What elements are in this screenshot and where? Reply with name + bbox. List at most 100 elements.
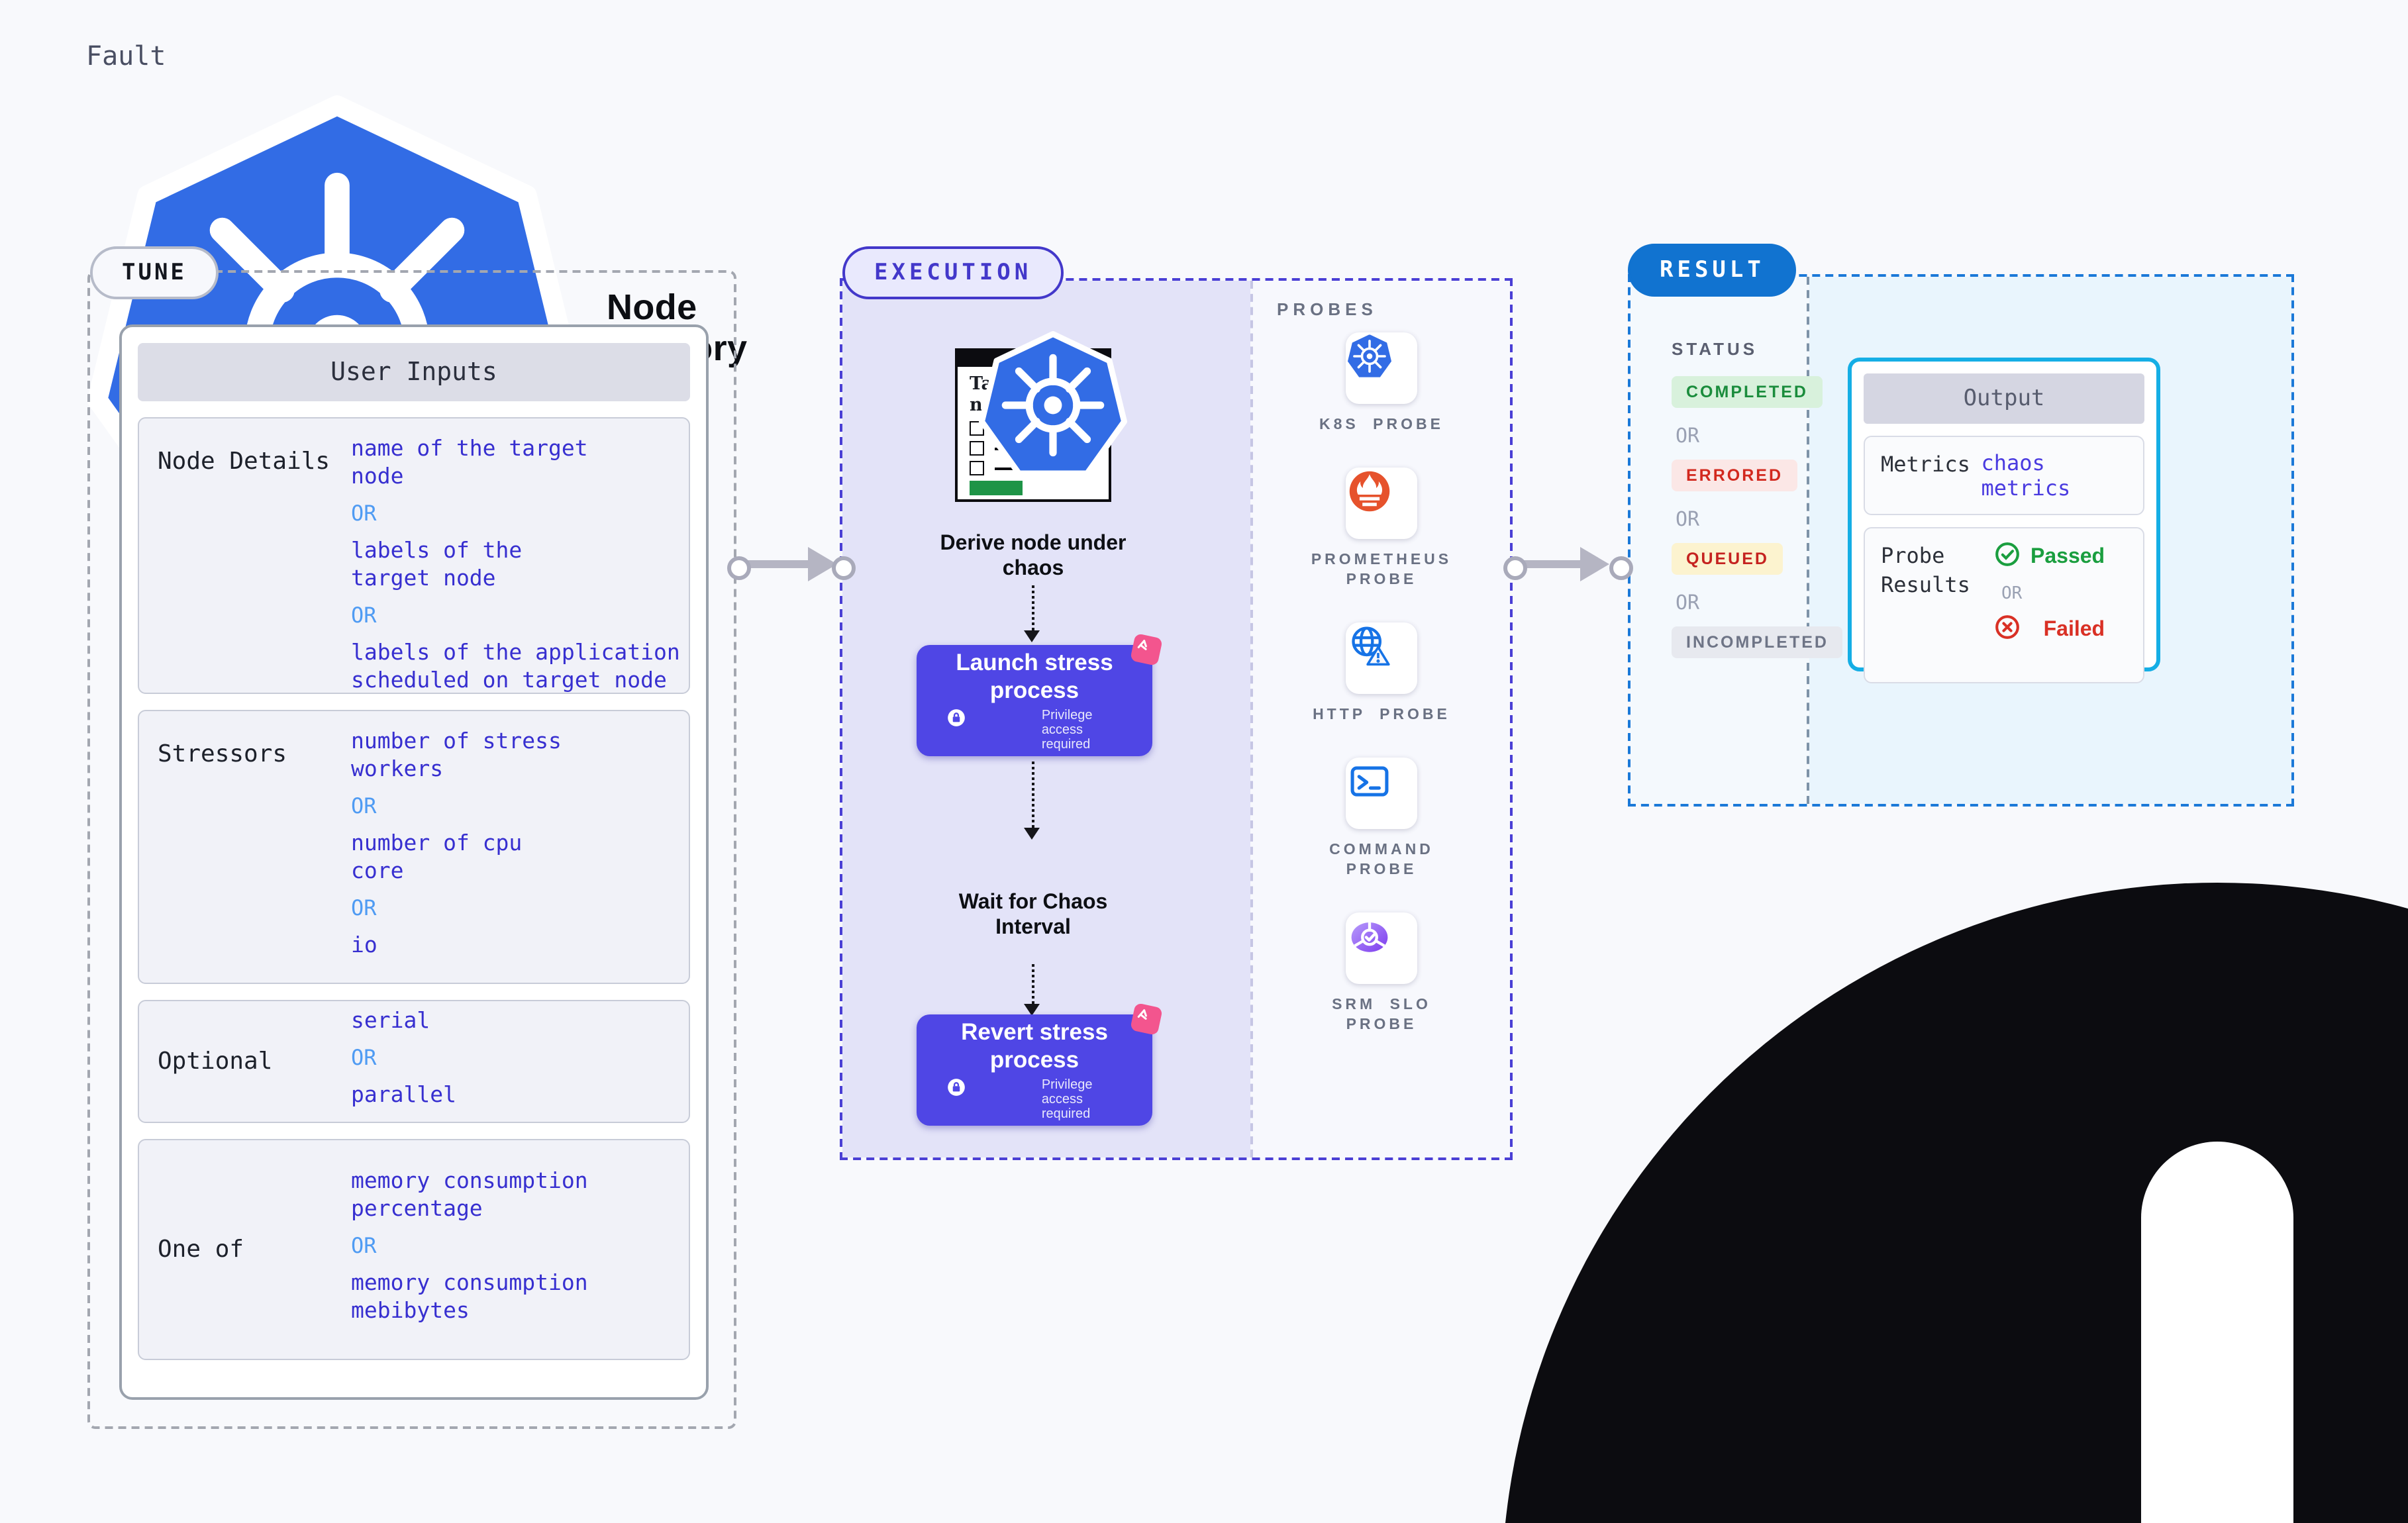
probe-card xyxy=(1346,622,1417,694)
probe-item-srm: SRM SLO PROBE xyxy=(1311,912,1452,1036)
or-label: OR xyxy=(351,501,377,526)
input-option: memory consumption percentage xyxy=(351,1168,588,1221)
probe-label: HTTP PROBE xyxy=(1313,707,1450,723)
input-option: name of the target node xyxy=(351,436,588,489)
launch-stress-process-step: Launch stress process Privilege access r… xyxy=(917,633,1163,756)
arrowhead-icon xyxy=(1024,1004,1040,1016)
probe-card xyxy=(1346,912,1417,984)
probe-card xyxy=(1346,758,1417,829)
command-probe-icon xyxy=(1346,758,1417,829)
revert-stress-process-step: Revert stress process Privilege access r… xyxy=(917,1003,1163,1126)
probe-results-values: Passed OR Failed xyxy=(1995,542,2105,669)
input-option: memory consumption mebibytes xyxy=(351,1270,588,1323)
privilege-note-text: Privilege access required xyxy=(1041,709,1093,752)
clock-icon xyxy=(1013,837,2408,1523)
row-label: Stressors xyxy=(158,740,287,768)
input-option: labels of the application scheduled on t… xyxy=(351,640,680,693)
flow-connector xyxy=(1032,585,1034,630)
passed-result: Passed xyxy=(1995,542,2105,573)
srm-probe-icon xyxy=(1346,912,1417,984)
derive-node-label: Derive node under chaos xyxy=(940,532,1127,580)
privilege-note: Privilege access required xyxy=(947,709,1121,752)
status-badge-queued: QUEUED xyxy=(1672,543,1783,575)
input-option: parallel xyxy=(351,1082,456,1107)
lock-icon xyxy=(947,1078,1042,1122)
connector-ring xyxy=(1609,556,1633,580)
probe-item-prometheus: PROMETHEUS PROBE xyxy=(1311,467,1452,591)
tune-section xyxy=(87,270,736,1429)
lock-icon xyxy=(947,709,1042,752)
probe-item-command: COMMAND PROBE xyxy=(1311,758,1452,881)
input-option: number of cpu core xyxy=(351,830,523,883)
input-option: labels of the target node xyxy=(351,538,523,591)
arrowhead-icon xyxy=(1024,828,1040,840)
litmus-icon xyxy=(1130,1003,1163,1036)
failed-label: Failed xyxy=(2043,618,2105,641)
probe-label: K8S PROBE xyxy=(1319,417,1444,433)
spark-icon xyxy=(1130,1003,1163,1036)
passed-label: Passed xyxy=(2031,546,2105,568)
probe-item-http: HTTP PROBE xyxy=(1311,622,1452,726)
execution-badge: EXECUTION xyxy=(842,246,1064,299)
x-circle-icon xyxy=(1995,614,2044,646)
target-nodes-card: Target nodes xyxy=(955,331,1127,502)
or-label: OR xyxy=(1676,424,1700,448)
status-badge-incompleted: INCOMPLETED xyxy=(1672,626,1843,658)
privilege-note: Privilege access required xyxy=(947,1078,1121,1122)
checkbox-icon xyxy=(970,441,984,456)
status-badge-completed: COMPLETED xyxy=(1672,376,1823,408)
connector-ring xyxy=(1503,556,1527,580)
privilege-note-text: Privilege access required xyxy=(1041,1078,1093,1122)
status-column xyxy=(1630,277,1809,804)
status-badge-errored: ERRORED xyxy=(1672,460,1798,491)
prometheus-probe-icon xyxy=(1346,467,1417,539)
connector-ring xyxy=(727,556,751,580)
or-label: OR xyxy=(351,1233,377,1258)
litmus-icon xyxy=(1130,633,1163,666)
probe-card xyxy=(1346,332,1417,404)
probe-label: COMMAND PROBE xyxy=(1329,842,1434,878)
input-option: number of stress workers xyxy=(351,728,562,781)
check-circle-icon xyxy=(1995,542,2031,573)
or-label: OR xyxy=(351,793,377,818)
output-title: Output xyxy=(1864,373,2144,424)
metrics-row: Metrics chaos metrics xyxy=(1864,436,2144,515)
k8s-probe-icon xyxy=(1346,332,1417,404)
probe-results-row: Probe Results Passed OR Failed xyxy=(1864,527,2144,683)
or-label: OR xyxy=(1676,591,1700,614)
launch-step-title: Launch stress process xyxy=(956,649,1113,703)
http-probe-icon xyxy=(1346,622,1417,694)
arrow-execution-to-result xyxy=(1517,560,1585,568)
kubernetes-icon xyxy=(978,331,1129,479)
output-card: Output Metrics chaos metrics Probe Resul… xyxy=(1848,358,2160,683)
wait-chaos-interval-label: Wait for Chaos Interval xyxy=(958,891,1108,939)
flow-connector xyxy=(1032,964,1034,1004)
or-label: OR xyxy=(351,603,377,628)
probes-title: PROBES xyxy=(1277,299,1378,319)
execution-section: PROBES K8S PROBE PROMETHEUS PROBE HTTP PRO… xyxy=(840,278,1513,1160)
probe-card xyxy=(1346,467,1417,539)
chaos-metrics-link: chaos metrics xyxy=(1981,450,2071,501)
probe-label: SRM SLO PROBE xyxy=(1332,997,1431,1033)
input-option: io xyxy=(351,932,377,958)
probe-label: PROMETHEUS PROBE xyxy=(1311,552,1452,588)
or-label: OR xyxy=(351,1045,377,1070)
arrow-tune-to-execution xyxy=(739,560,813,568)
arrowhead-icon xyxy=(1580,547,1609,581)
connector-ring xyxy=(832,556,856,580)
probes-panel: PROBES K8S PROBE PROMETHEUS PROBE HTTP PRO… xyxy=(1250,281,1510,1157)
arrowhead-icon xyxy=(1024,630,1040,642)
revert-step-title: Revert stress process xyxy=(961,1018,1108,1073)
fault-kicker: Fault xyxy=(86,40,166,72)
metrics-label: Metrics xyxy=(1881,452,1970,477)
or-label: OR xyxy=(2001,584,2023,604)
result-badge: RESULT xyxy=(1628,244,1797,297)
checkbox-icon xyxy=(970,461,984,475)
